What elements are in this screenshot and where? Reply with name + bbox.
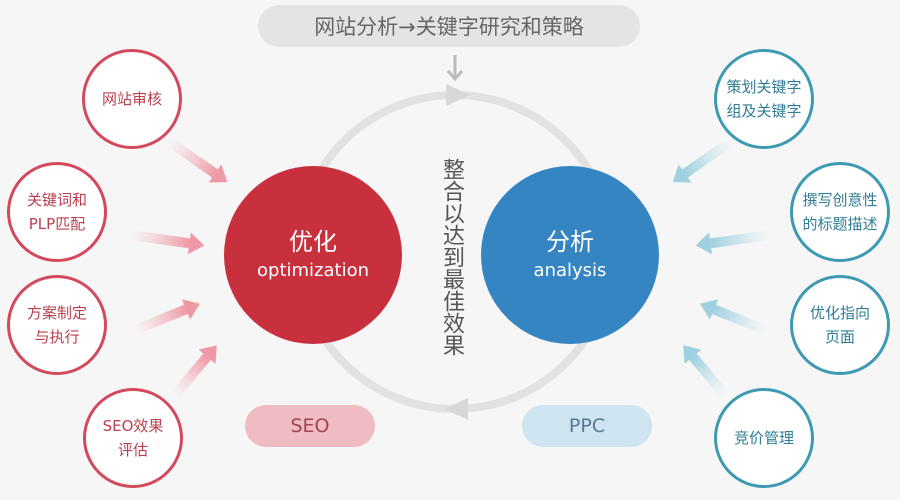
header-title: 网站分析→关键字研究和策略 [258, 5, 640, 47]
optimization-zh: 优化 [289, 228, 337, 256]
analysis-en: analysis [533, 260, 607, 281]
right-item-bid-management: 竞价管理 [714, 388, 814, 488]
left-item-plan-execute: 方案制定 与执行 [7, 275, 107, 375]
left-item-seo-evaluation: SEO效果 评估 [83, 388, 183, 488]
right-arrows [672, 137, 771, 399]
left-item-keyword-plp: 关键词和 PLP匹配 [7, 162, 107, 262]
optimization-circle: 优化 optimization [224, 166, 402, 344]
right-item-creative-titles: 撰写创意性 的标题描述 [790, 162, 890, 262]
ppc-tag: PPC [522, 405, 652, 447]
left-item-site-audit: 网站审核 [82, 49, 182, 149]
down-arrow-icon [446, 55, 464, 82]
left-arrows [129, 137, 228, 399]
ring-arrow-bottom-icon [444, 398, 468, 420]
right-item-keyword-groups: 策划关键字 组及关键字 [714, 49, 814, 149]
analysis-zh: 分析 [546, 228, 594, 256]
right-item-landing-pages: 优化指向 页面 [790, 275, 890, 375]
optimization-en: optimization [257, 260, 369, 281]
analysis-circle: 分析 analysis [481, 166, 659, 344]
ring-arrow-top-icon [446, 84, 470, 106]
seo-tag: SEO [245, 405, 375, 447]
center-vertical-text: 整合以达到最佳效果 [439, 158, 464, 356]
